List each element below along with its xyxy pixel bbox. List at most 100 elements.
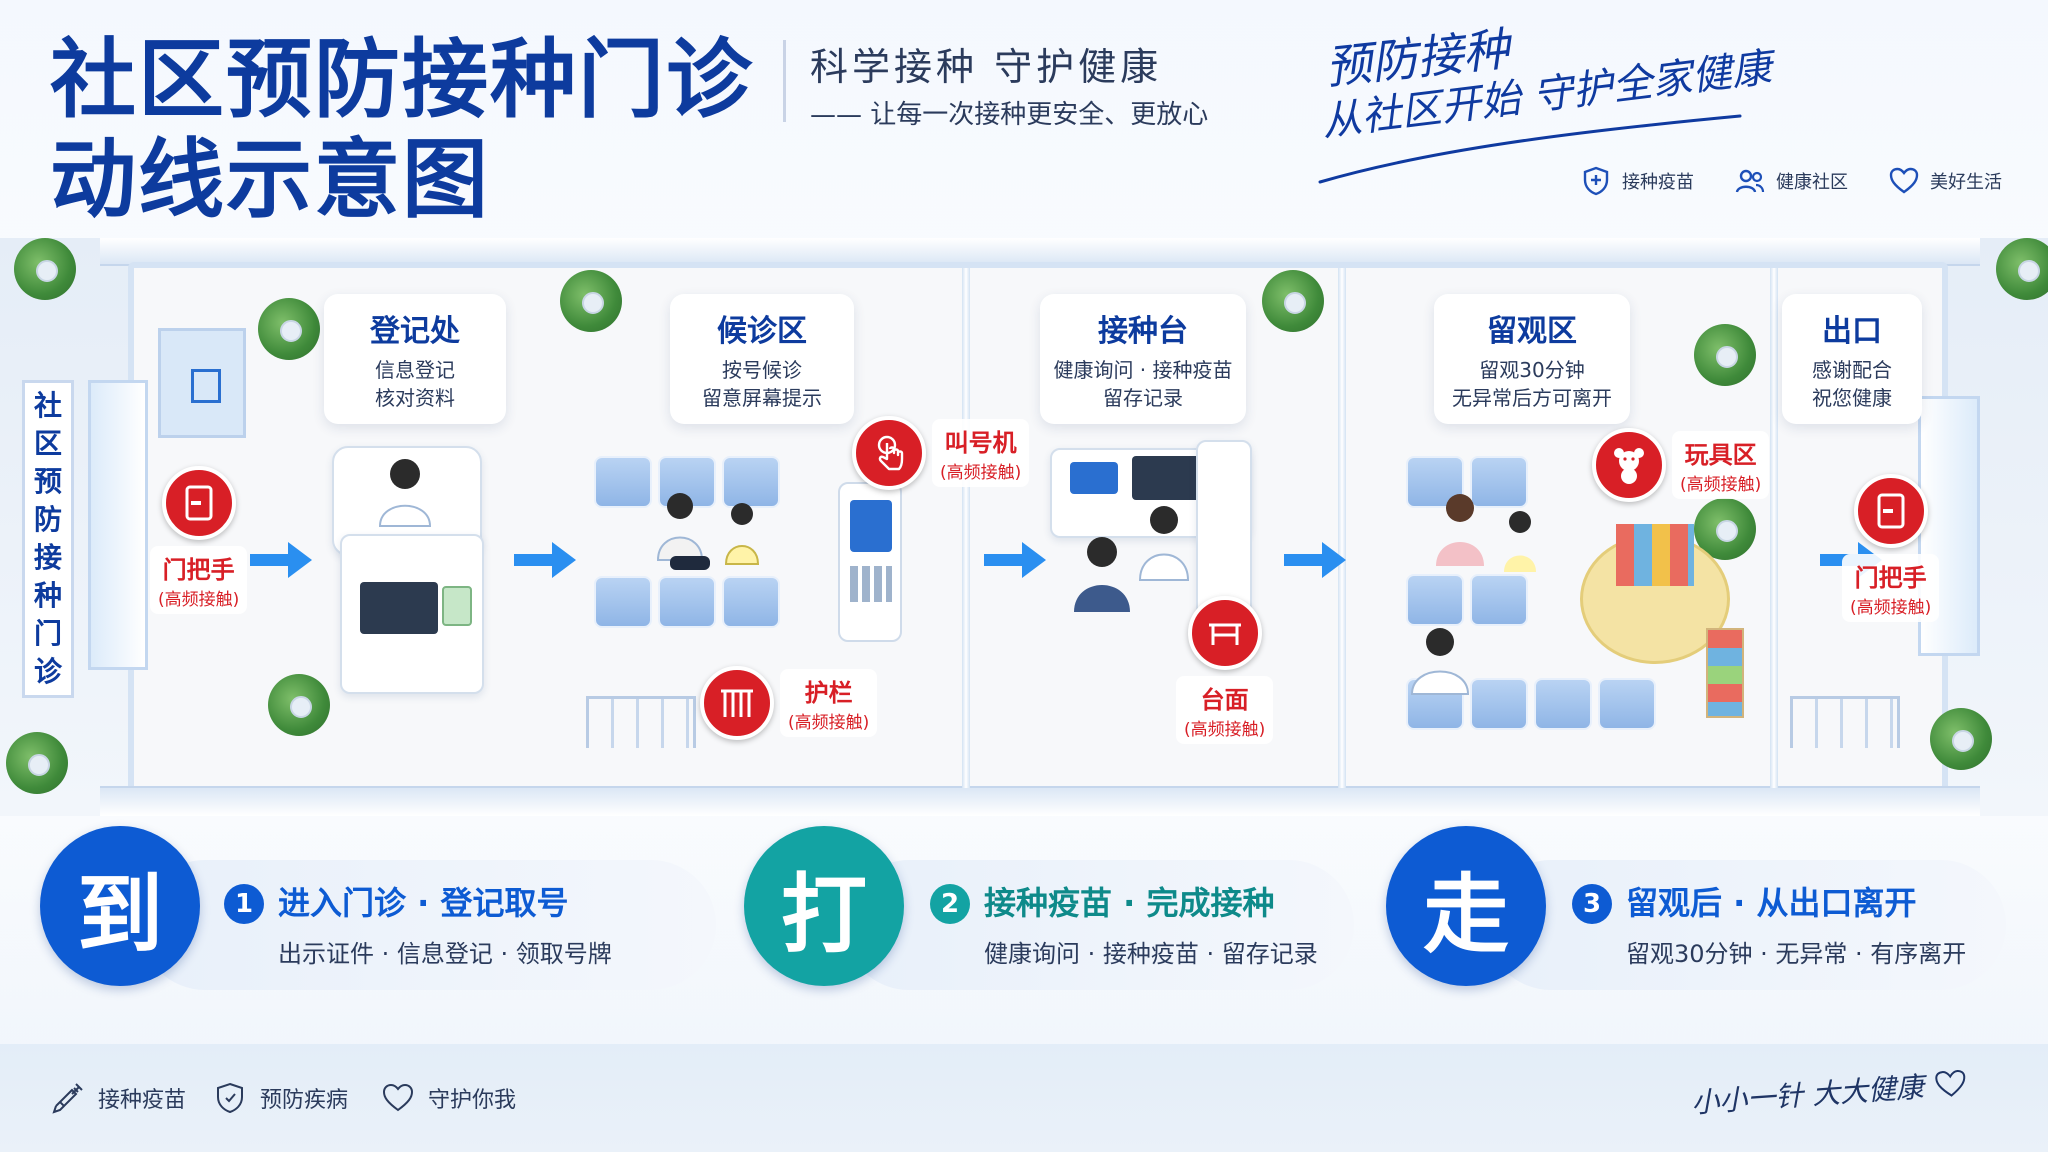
observation-family	[1436, 494, 1536, 572]
touch-note: (高频接触)	[940, 463, 1022, 483]
wall-bottom	[100, 786, 1980, 816]
room-line: 留存记录	[1103, 386, 1183, 410]
step-1: 到 1 进入门诊 · 登记取号 出示证件 · 信息登记 · 领取号牌	[40, 826, 720, 998]
room-card-vaccination: 接种台 健康询问 · 接种疫苗 留存记录	[1040, 294, 1246, 424]
footer: 接种疫苗 预防疾病 守护你我 小小一针 大大健康	[0, 1044, 2048, 1152]
room-line: 留意屏幕提示	[702, 386, 822, 410]
plant	[1262, 270, 1324, 332]
entrance-door	[88, 380, 148, 670]
room-card-waiting: 候诊区 按号候诊 留意屏幕提示	[670, 294, 854, 424]
header-badges: 接种疫苗 健康社区 美好生活	[1580, 165, 2002, 197]
title-line-1: 社区预防接种门诊	[50, 30, 754, 130]
swoosh-decoration	[1318, 114, 1742, 184]
badge-label: 美好生活	[1930, 172, 2002, 193]
step-2: 打 2 接种疫苗 · 完成接种 健康询问 · 接种疫苗 · 留存记录	[744, 826, 1364, 998]
step-char: 打	[744, 826, 904, 986]
room-title: 留观区	[1487, 314, 1577, 349]
badge-vaccine: 接种疫苗	[1580, 165, 1694, 197]
room-line: 健康询问 · 接种疫苗	[1053, 358, 1233, 382]
plant	[14, 238, 76, 300]
partition-1	[962, 268, 970, 788]
touch-queue-machine: 叫号机 (高频接触)	[852, 416, 1030, 490]
plant	[1694, 324, 1756, 386]
room-line: 信息登记	[375, 358, 455, 382]
observation-person	[1410, 628, 1470, 695]
slogan-main: 科学接种 守护健康	[810, 45, 1163, 89]
hand-touch-icon	[877, 435, 904, 471]
room-line: 核对资料	[375, 386, 455, 410]
people-icon	[1735, 169, 1765, 193]
step-title: 进入门诊 · 登记取号	[278, 884, 569, 922]
sign-char: 社	[33, 389, 62, 422]
room-title: 候诊区	[717, 314, 807, 349]
touch-door-handle-out: 门把手 (高频接触)	[1842, 474, 1940, 622]
plant	[560, 270, 622, 332]
room-title: 接种台	[1098, 314, 1188, 349]
touch-note: (高频接触)	[1184, 720, 1266, 740]
observation-chairs-top	[1406, 456, 1528, 508]
badge-label: 健康社区	[1776, 172, 1848, 193]
flow-arrow	[984, 542, 1046, 578]
sign-char: 区	[33, 427, 62, 460]
plant	[1930, 708, 1992, 770]
room-line: 按号候诊	[722, 358, 802, 382]
touch-note: (高频接触)	[788, 713, 870, 733]
touch-toy-area: 玩具区(高频接触)	[1592, 428, 1770, 502]
slogan-sub: —— 让每一次接种更安全、更放心	[810, 100, 1209, 130]
vaccination-people	[1074, 506, 1190, 612]
touch-label: 玩具区	[1684, 441, 1757, 469]
plant	[6, 732, 68, 794]
room-card-registration: 登记处 信息登记 核对资料	[324, 294, 506, 424]
plant	[258, 298, 320, 360]
flow-arrow	[514, 542, 576, 578]
waiting-chairs-bottom	[594, 576, 780, 628]
vertical-clinic-sign: 社 区 预 防 接 种 门 诊	[22, 380, 74, 698]
room-line: 留观30分钟	[1479, 358, 1585, 382]
footer-item-protect: 守护你我	[380, 1080, 516, 1116]
plant	[1996, 238, 2048, 300]
partition-3	[1770, 268, 1778, 788]
step-number: 2	[930, 884, 970, 924]
toy-bookshelf	[1706, 628, 1744, 718]
entrance-cabinet	[158, 328, 246, 438]
observation-chairs-mid	[1406, 574, 1528, 626]
touch-note: (高频接触)	[158, 590, 240, 610]
footer-slogan: 小小一针 大大健康	[1690, 1062, 1969, 1121]
touch-label: 护栏	[804, 679, 853, 707]
step-title: 留观后 · 从出口离开	[1626, 884, 1917, 922]
sign-char: 预	[33, 465, 62, 498]
flow-arrow	[250, 542, 312, 578]
flow-arrow	[1284, 542, 1346, 578]
touch-label: 门把手	[1854, 564, 1927, 592]
sign-char: 门	[33, 617, 62, 650]
syringe-icon	[52, 1083, 83, 1114]
room-title: 登记处	[370, 314, 460, 349]
railing	[1790, 696, 1900, 748]
step-3: 走 3 留观后 · 从出口离开 留观30分钟 · 无异常 · 有序离开	[1386, 826, 2006, 998]
step-desc: 出示证件 · 信息登记 · 领取号牌	[278, 940, 612, 968]
footer-label: 预防疾病	[260, 1088, 349, 1113]
room-line: 无异常后方可离开	[1452, 386, 1612, 410]
heart-icon	[1889, 167, 1919, 194]
touch-label: 叫号机	[944, 429, 1017, 457]
step-number: 3	[1572, 884, 1612, 924]
registration-staff	[378, 459, 432, 527]
touch-note: (高频接触)	[1850, 598, 1932, 618]
room-card-observation: 留观区 留观30分钟 无异常后方可离开	[1434, 294, 1630, 424]
floor-plan: 社 区 预 防 接 种 门 诊 登记处 信息登记 核对资料 候诊区 按号候诊 留…	[0, 238, 2048, 816]
step-number: 1	[224, 884, 264, 924]
room-card-exit: 出口 感谢配合 祝您健康	[1782, 294, 1922, 424]
touch-label: 台面	[1200, 686, 1249, 714]
monitor	[360, 582, 438, 634]
sign-char: 防	[33, 503, 62, 536]
teddy-bear-icon	[1614, 448, 1644, 484]
room-line: 祝您健康	[1812, 386, 1892, 410]
badge-life: 美好生活	[1888, 165, 2002, 197]
partition-2	[1338, 268, 1346, 788]
footer-item-vaccine: 接种疫苗	[50, 1080, 186, 1116]
touch-railing: 护栏 (高频接触)	[700, 666, 878, 740]
page-title: 社区预防接种门诊 动线示意图	[50, 30, 754, 230]
step-char: 到	[40, 826, 200, 986]
queue-machine	[838, 482, 902, 642]
sign-char: 种	[33, 579, 62, 612]
